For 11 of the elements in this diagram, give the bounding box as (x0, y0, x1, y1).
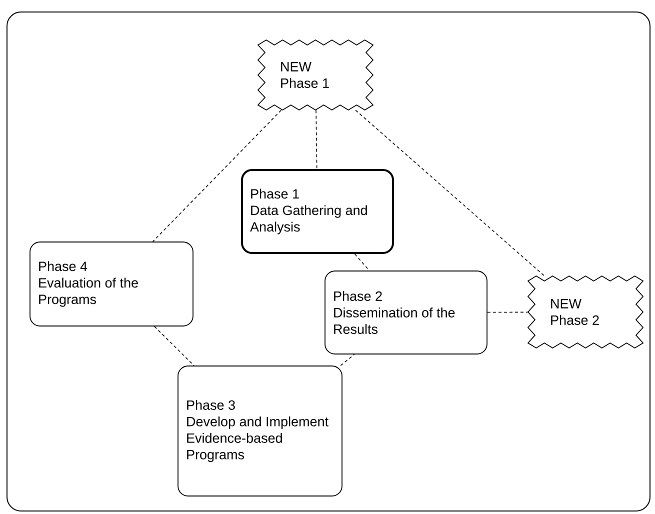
connector-line (316, 110, 318, 170)
connector-line (355, 110, 545, 276)
connector-line (354, 254, 370, 271)
connector-line (152, 110, 282, 242)
process-box: Phase 1 Data Gathering and Analysis (241, 169, 394, 254)
connector-line (487, 312, 528, 313)
connector-line (154, 326, 194, 366)
process-box: Phase 3 Develop and Implement Evidence-based Programs (178, 366, 342, 496)
connector-line (340, 354, 355, 366)
process-box: Phase 2 Dissemination of the Results (324, 270, 488, 354)
process-box: Phase 4 Evaluation of the Programs (30, 242, 194, 326)
